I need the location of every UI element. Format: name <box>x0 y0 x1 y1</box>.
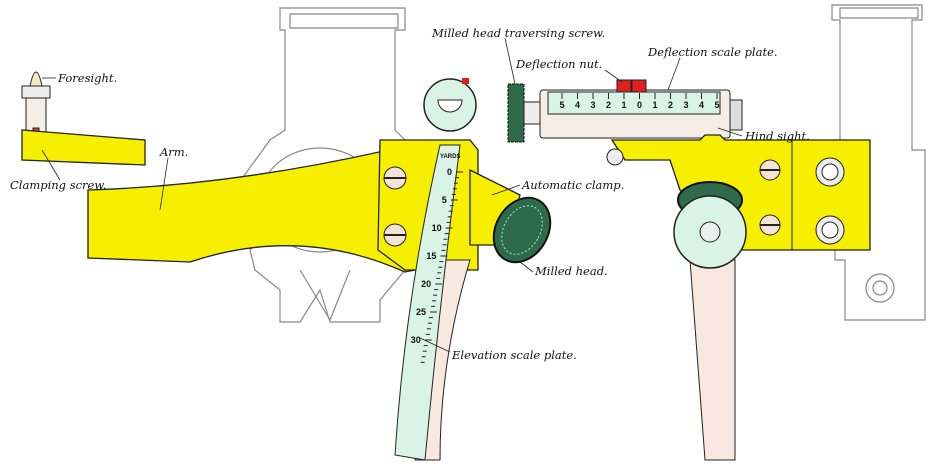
deflection-scale-number: 0 <box>637 100 642 110</box>
deflection-nut <box>616 79 647 93</box>
label-hind-sight: Hind sight. <box>744 129 810 143</box>
carriage-outline-right <box>831 4 926 321</box>
label-milled-head: Milled head. <box>534 264 608 278</box>
milled-head-traversing-screw <box>507 83 525 143</box>
label-foresight: Foresight. <box>57 71 117 85</box>
milled-head-knob <box>492 196 552 264</box>
deflection-scale-number: 1 <box>621 100 626 110</box>
foresight-arm <box>21 129 146 166</box>
label-automatic-clamp: Automatic clamp. <box>521 178 624 192</box>
right-milled-head <box>673 181 747 269</box>
end-cap <box>729 99 743 131</box>
bracket-screws <box>606 148 845 245</box>
deflection-scale-number: 1 <box>652 100 657 110</box>
label-clamping-screw: Clamping screw. <box>10 178 106 192</box>
deflection-scale-plate <box>547 91 721 115</box>
deflection-scale-number: 2 <box>606 100 611 110</box>
label-elevation-scale-plate: Elevation scale plate. <box>451 348 577 362</box>
elevation-scale-number: 0 <box>447 167 452 177</box>
leader-lines <box>41 37 743 353</box>
right-elevation-strip <box>689 259 736 461</box>
elevation-scale-ticks: 0 5 10 15 20 25 30 <box>411 167 463 363</box>
deflection-scale-number: 5 <box>559 100 564 110</box>
label-arm: Arm. <box>159 145 188 159</box>
elevation-dial <box>423 78 477 132</box>
elevation-scale-plate <box>394 144 461 461</box>
elevation-scale-number: 15 <box>426 251 436 261</box>
elevation-scale-number: 5 <box>442 195 447 205</box>
screw-heads <box>383 166 407 247</box>
deflection-scale-number: 4 <box>575 100 580 110</box>
label-milled-head-traversing-screw: Milled head traversing screw. <box>431 26 605 40</box>
deflection-scale-number: 3 <box>683 100 688 110</box>
deflection-scale-number: 3 <box>590 100 595 110</box>
deflection-scale-number: 5 <box>714 100 719 110</box>
label-deflection-scale-plate: Deflection scale plate. <box>647 45 778 59</box>
elevation-scale-number: 30 <box>411 335 421 345</box>
deflection-scale-number: 4 <box>699 100 704 110</box>
elevation-scale-number: 10 <box>432 223 442 233</box>
deflection-scale-number: 2 <box>668 100 673 110</box>
elevation-scale-number: 25 <box>416 307 426 317</box>
label-deflection-nut: Deflection nut. <box>515 57 602 71</box>
elevation-scale-unit: YARDS <box>440 154 460 160</box>
elevation-scale-number: 20 <box>421 279 431 289</box>
